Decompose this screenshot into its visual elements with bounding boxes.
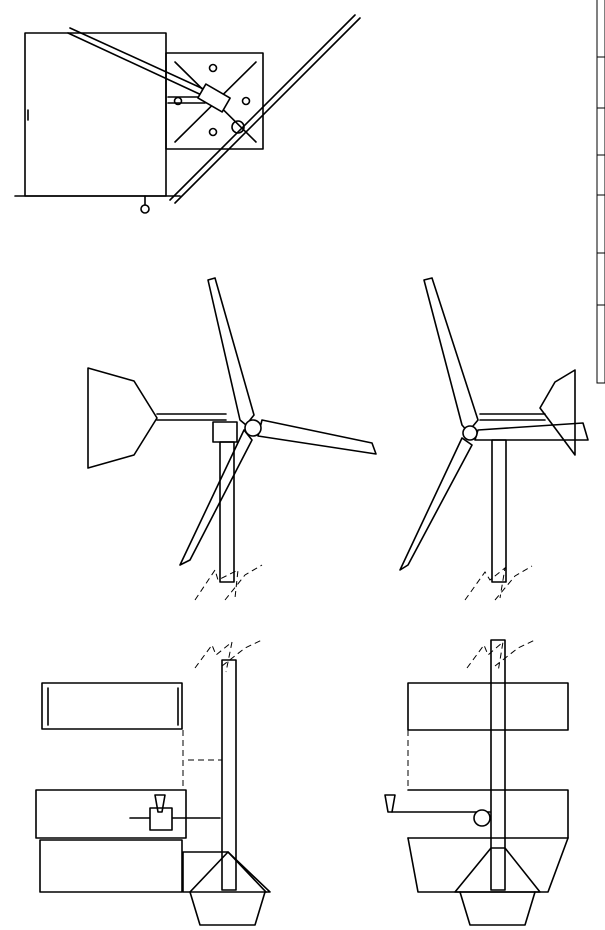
panel-mid-r — [407, 789, 569, 839]
panel-mid — [35, 789, 187, 839]
hub-left — [244, 419, 262, 437]
panel-top-r — [407, 682, 569, 731]
base-view-left — [35, 639, 271, 926]
winch-handle-r — [384, 794, 396, 813]
panel-top — [41, 682, 183, 730]
winch — [149, 807, 173, 831]
pivot-pin — [140, 204, 150, 214]
winch-handle — [154, 794, 166, 813]
tail-boom — [156, 413, 227, 421]
base-view-right — [384, 639, 569, 926]
blade-down-r — [399, 437, 473, 571]
mounting-plate — [165, 52, 264, 150]
foundation-right — [454, 847, 541, 893]
generator — [212, 421, 238, 443]
side-view-left — [87, 277, 377, 601]
blade-right-r — [474, 422, 589, 441]
blade-up-r — [423, 277, 479, 433]
hub — [231, 120, 245, 134]
footing-right — [459, 891, 536, 926]
tower-r — [491, 439, 507, 583]
title-block — [596, 0, 605, 384]
panel-bottom — [39, 839, 183, 893]
blade-down — [179, 429, 253, 566]
side-view-right — [399, 277, 589, 601]
nacelle — [197, 83, 231, 113]
panel-bottom-r — [407, 837, 569, 893]
blade-up — [207, 277, 255, 426]
tail-fin — [87, 367, 158, 469]
blade-right — [257, 419, 377, 455]
hub-right — [462, 425, 478, 441]
foundation-left — [182, 851, 271, 893]
tail-fin-r — [539, 369, 576, 456]
tail-fin-plan — [24, 32, 167, 197]
tower-lower — [221, 659, 237, 891]
tower — [219, 441, 235, 583]
winch-r — [473, 809, 491, 827]
top-view — [14, 14, 361, 214]
footing-left — [189, 891, 266, 926]
tower-lower-r — [490, 639, 506, 891]
